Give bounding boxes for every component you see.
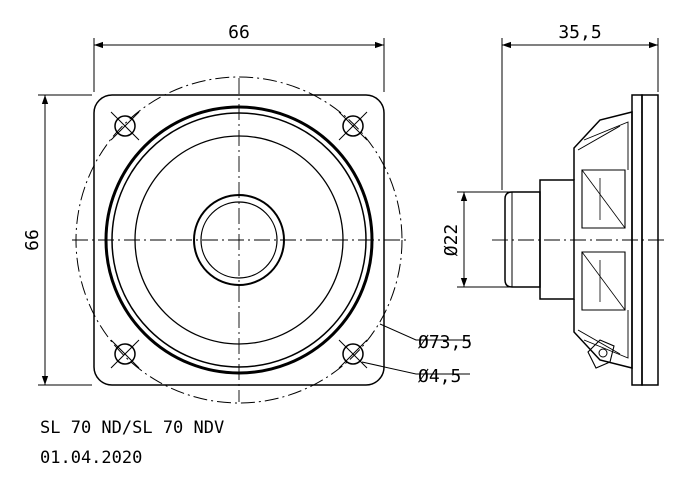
- depth-label: 35,5: [558, 22, 601, 43]
- mounting-hole-tl: [110, 111, 140, 141]
- height-label: 66: [22, 229, 43, 251]
- magnet-diameter-label: Ø22: [441, 224, 462, 257]
- front-view: [38, 38, 470, 404]
- magnet-dimension: [457, 191, 512, 288]
- depth-dimension: [501, 38, 659, 190]
- width-dimension: [93, 38, 385, 92]
- mounting-hole-br: [338, 339, 368, 369]
- mounting-hole-tr: [338, 111, 368, 141]
- leader-hole: [361, 361, 470, 375]
- mounting-hole-bl: [110, 339, 140, 369]
- circle-diameter-label: Ø73,5: [418, 332, 472, 353]
- width-label: 66: [228, 22, 250, 43]
- hole-diameter-label: Ø4,5: [418, 366, 461, 387]
- height-dimension: [38, 94, 92, 386]
- model-name: SL 70 ND/SL 70 NDV: [40, 418, 225, 438]
- magnet-body: [504, 191, 541, 288]
- terminal: [587, 339, 615, 369]
- side-view: [457, 38, 668, 386]
- drawing-date: 01.04.2020: [40, 448, 143, 468]
- leader-circle: [379, 323, 470, 341]
- pole-plate: [539, 179, 575, 300]
